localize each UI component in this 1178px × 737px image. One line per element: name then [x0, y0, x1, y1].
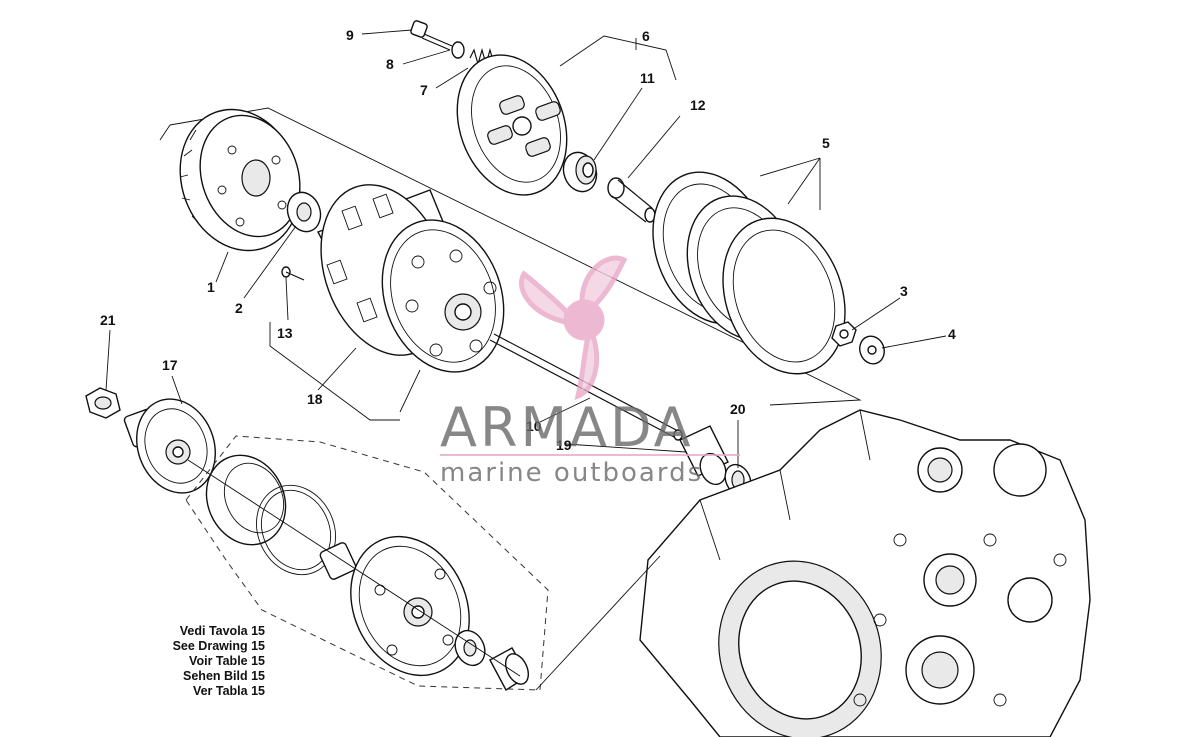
- part-2-washer: [286, 191, 322, 233]
- crankcase: [639, 409, 1091, 737]
- part-18-clutch-housing: [317, 184, 505, 373]
- callout-8: 8: [386, 56, 394, 72]
- part-9-bolt: [410, 20, 453, 51]
- callout-13: 13: [277, 325, 293, 341]
- part-6-pressure-plate: [456, 54, 568, 196]
- part-17-drive-gear: [123, 398, 217, 494]
- callout-2: 2: [235, 300, 243, 316]
- callout-10: 10: [526, 418, 542, 434]
- part-11-bearing: [562, 151, 598, 193]
- watermark-tagline: marine outboards: [440, 458, 704, 488]
- callout-1: 1: [207, 279, 215, 295]
- gear-to-case-leader: [535, 555, 661, 691]
- leader-lines: [105, 29, 947, 468]
- watermark-brand: ARMADA: [440, 396, 694, 459]
- circlip: [256, 484, 336, 576]
- callout-20: 20: [730, 401, 746, 417]
- bearing-cage: [205, 454, 287, 546]
- part-8-washer: [451, 41, 465, 59]
- part-5-clutch-plates: [652, 171, 846, 375]
- reference-note-fr: Voir Table 15: [189, 654, 265, 668]
- watermark-rule: [440, 454, 740, 456]
- callout-17: 17: [162, 357, 178, 373]
- callout-18: 18: [307, 391, 323, 407]
- part-12-push-piece: [607, 177, 656, 223]
- part-21-nut: [85, 387, 121, 419]
- reference-note: Vedi Tavola 15 See Drawing 15 Voir Table…: [140, 624, 265, 699]
- callout-5: 5: [822, 135, 830, 151]
- callout-12: 12: [690, 97, 706, 113]
- reference-note-en: See Drawing 15: [172, 639, 265, 653]
- part-4-lock-washer: [859, 335, 885, 365]
- callouts: 9 8 7 6 11 12 5 3 4 1 2 13 18 10 19 20 2…: [100, 27, 956, 453]
- part-1-outer-drum: [179, 108, 301, 252]
- callout-3: 3: [900, 283, 908, 299]
- callout-21: 21: [100, 312, 116, 328]
- callout-6: 6: [642, 28, 650, 44]
- callout-9: 9: [346, 27, 354, 43]
- callout-7: 7: [420, 82, 428, 98]
- callout-19: 19: [556, 437, 572, 453]
- starter-gear: [350, 535, 470, 677]
- part-19-bushing: [679, 425, 729, 486]
- gear-washer: [454, 629, 486, 667]
- needle-bearing: [319, 542, 357, 580]
- reference-note-de: Sehen Bild 15: [183, 669, 265, 683]
- reference-note-es: Ver Tabla 15: [192, 684, 265, 698]
- part-3-nut: [831, 321, 857, 347]
- part-13-pin: [281, 266, 305, 281]
- gear-bushing: [489, 647, 530, 691]
- starter-gear-group-outline: [185, 435, 549, 691]
- callout-4: 4: [948, 326, 956, 342]
- callout-11: 11: [640, 70, 655, 86]
- reference-note-it: Vedi Tavola 15: [179, 624, 265, 638]
